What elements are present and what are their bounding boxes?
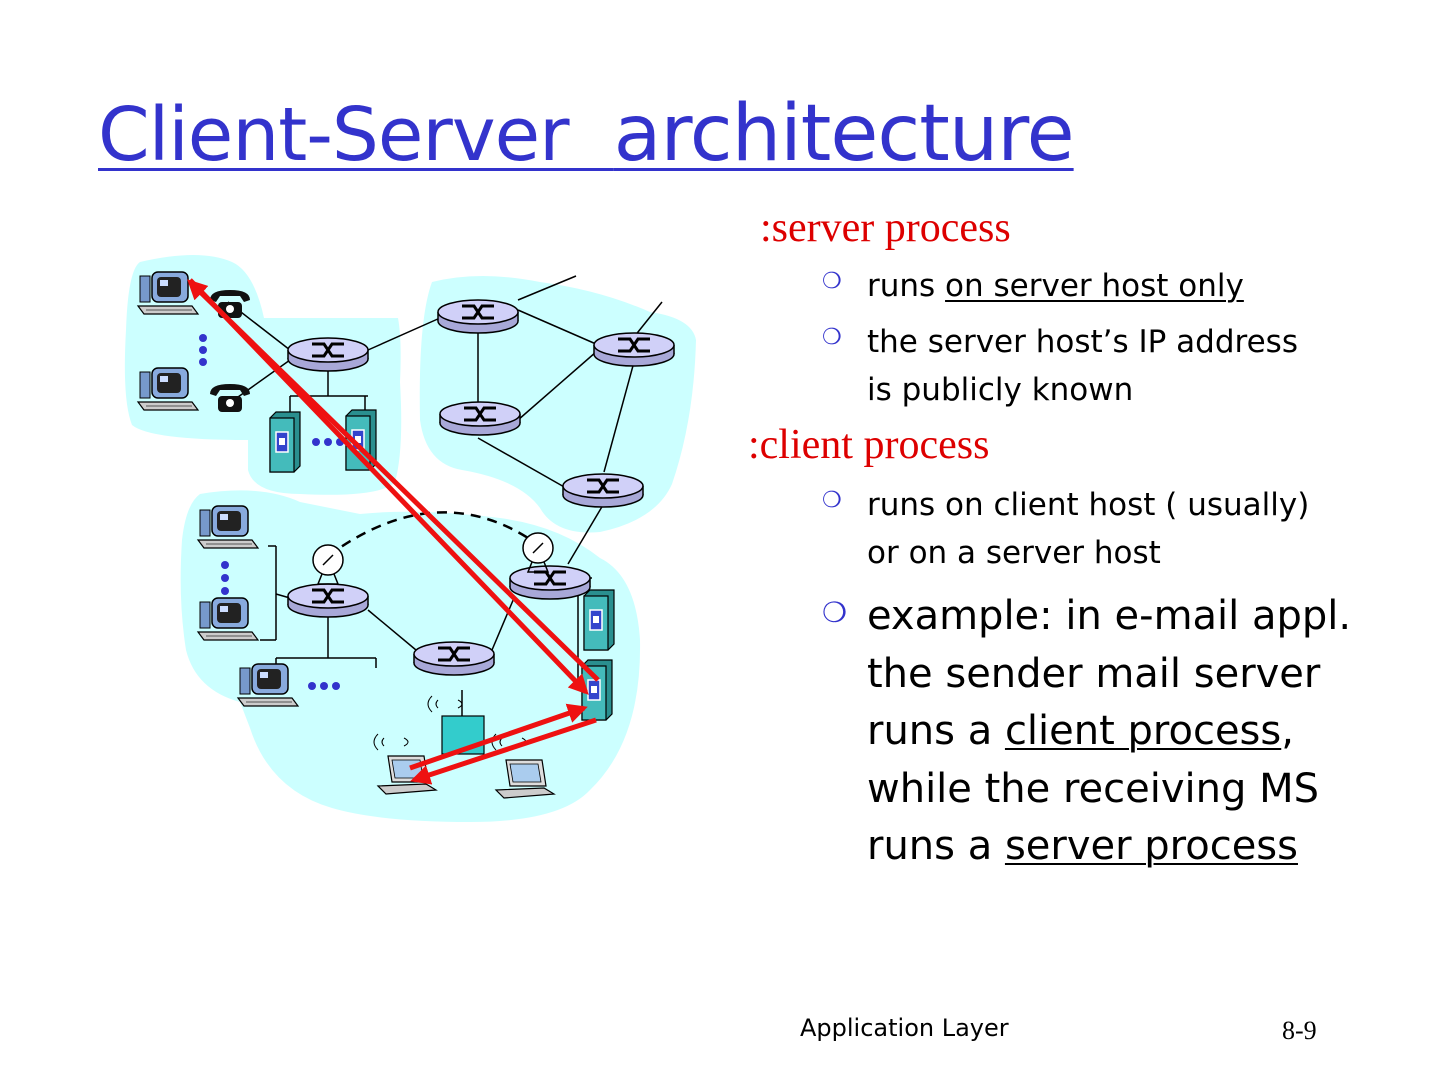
example-line-3-post: ,: [1281, 708, 1294, 754]
example-line-2: the sender mail server: [867, 650, 1321, 697]
bullet-circle-icon: ❍: [822, 325, 842, 350]
server-bullet-1-text: runs: [867, 268, 946, 304]
server-bullet-1-underlined: on server host only: [945, 268, 1244, 304]
example-line-3-underlined: client process: [1004, 708, 1282, 754]
title-part1: Client-Server: [98, 92, 614, 178]
bullet-circle-icon: ❍: [822, 596, 848, 629]
page-number: 8-9: [1282, 1016, 1317, 1045]
example-line-3: runs a client process,: [867, 703, 1294, 761]
slide-title: Client-Server architecture: [98, 89, 1075, 179]
server-process-heading: :server process: [760, 205, 1011, 251]
example-line-1: example: in e-mail appl.: [867, 593, 1352, 639]
bullet-circle-icon: ❍: [822, 488, 842, 513]
title-part2: architecture: [613, 89, 1075, 179]
cloud-top-left: [124, 255, 402, 495]
bullet-circle-icon: ❍: [822, 269, 842, 294]
server-bullet-2-line2: is publicly known: [867, 372, 1134, 408]
example-line-4: while the receiving MS: [867, 765, 1320, 812]
server-bullet-2-line1: the server host’s IP address: [867, 324, 1298, 360]
client-bullet-1-line1: runs on client host ( usually): [867, 487, 1310, 523]
network-diagram: [124, 255, 696, 822]
example-line-5-underlined: server process: [1004, 823, 1298, 869]
example-line-5: runs a server process: [867, 818, 1298, 876]
footer-label: Application Layer: [800, 1014, 1009, 1042]
client-bullet-1-line2: or on a server host: [867, 535, 1161, 571]
example-line-5-pre: runs a: [867, 823, 1005, 869]
client-process-heading: :client process: [748, 422, 990, 468]
example-line-3-pre: runs a: [867, 708, 1005, 754]
